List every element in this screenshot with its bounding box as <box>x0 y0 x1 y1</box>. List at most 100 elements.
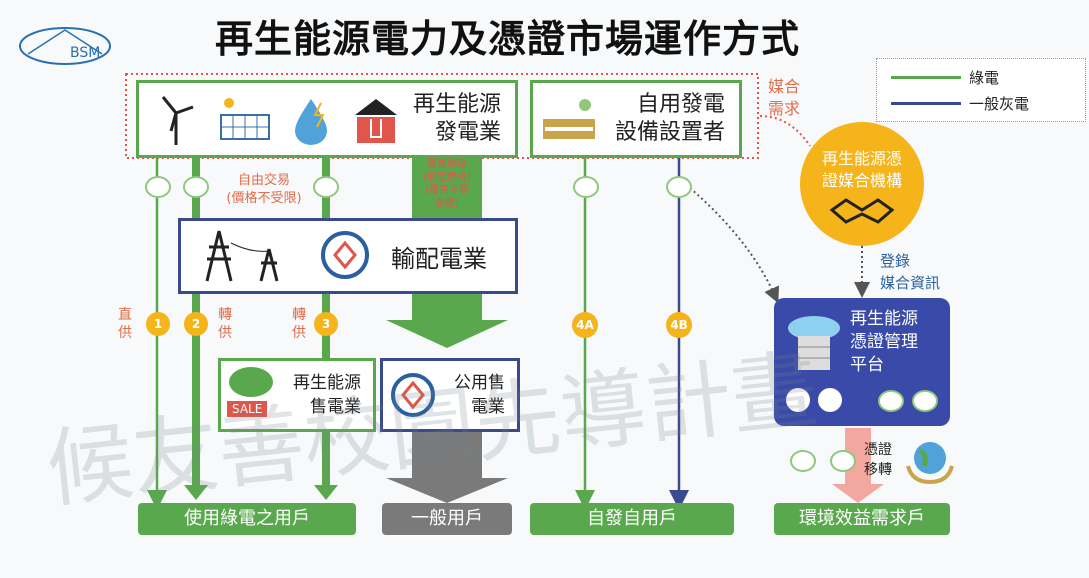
platform-3: 平台 <box>850 355 884 375</box>
free-trade-1: 自由交易 <box>237 173 290 188</box>
path-marker-4b: 4B <box>666 312 692 338</box>
grid-operator-label: 輸配電業 <box>391 245 487 273</box>
certificate-icon <box>790 450 816 472</box>
register-label: 登錄 媒合資訊 <box>880 250 940 294</box>
matching-agency-label: 再生能源憑 證媒合機構 <box>800 148 924 192</box>
self-generator-box: 自用發電 設備設置者 <box>530 80 742 158</box>
match-request-2: 需求 <box>768 99 801 118</box>
consumer-green-users: 使用綠電之用戶 <box>138 503 356 535</box>
flow-wheel-1-head <box>184 485 208 500</box>
gear-icon <box>786 388 810 412</box>
direct-label: 直 供 <box>118 306 132 342</box>
certificate-icon <box>878 390 904 412</box>
match-request-1: 媒合 <box>768 77 801 96</box>
wheel1-2: 供 <box>218 325 232 341</box>
taipower-logo-icon <box>321 231 369 279</box>
flow-wheel-2-head <box>314 485 338 500</box>
wheel2-1: 轉 <box>292 307 306 323</box>
certificate-icon <box>666 176 692 198</box>
path-marker-3: 3 <box>314 312 338 336</box>
fit-arrow-top <box>412 152 482 218</box>
retailer-label-2: 售電業 <box>310 397 361 417</box>
platform-1: 再生能源 <box>850 309 918 329</box>
wind-turbine-icon <box>161 96 194 145</box>
public-retailer-1: 公用售 <box>454 373 505 393</box>
certificate-icon <box>313 176 339 198</box>
platform-label: 再生能源 憑證管理 平台 <box>850 308 918 377</box>
logo-text: BSM <box>70 45 100 61</box>
cert-transfer-2: 移轉 <box>864 462 892 478</box>
fit-4: 憑證) <box>435 198 459 209</box>
legend-green: 綠電 <box>891 67 999 88</box>
wheel1-1: 轉 <box>218 307 232 323</box>
matching-agency-2: 證媒合機構 <box>821 171 902 190</box>
taipower-logo-icon <box>391 373 435 417</box>
dotted-match-request <box>759 115 811 147</box>
consumer-env-users: 環境效益需求戶 <box>774 503 950 535</box>
path-marker-2: 2 <box>184 312 208 336</box>
wheel1-label: 轉 供 <box>218 306 232 342</box>
public-retailer-label: 公用售 電業 <box>443 371 505 419</box>
direct-1: 直 <box>118 307 132 323</box>
path-marker-4a: 4A <box>572 312 598 338</box>
factory-icon <box>543 99 595 139</box>
consumer-self-users: 自發自用戶 <box>530 503 734 535</box>
legend-gray-label: 一般灰電 <box>969 95 1030 113</box>
platform-2: 憑證管理 <box>850 332 918 352</box>
consumer-general-users: 一般用戶 <box>382 503 512 535</box>
register-2: 媒合資訊 <box>880 274 941 292</box>
fit-1: 躉售制度 <box>427 159 467 170</box>
handshake-icon <box>829 198 895 224</box>
retailer-label-1: 再生能源 <box>293 373 361 393</box>
certificate-icon <box>912 390 938 412</box>
transmission-tower-icon <box>205 230 279 282</box>
generator-box: 再生能源 發電業 <box>136 80 518 158</box>
legend-gray: 一般灰電 <box>891 93 1029 114</box>
cert-transfer-label: 憑證 移轉 <box>864 440 892 480</box>
free-trade-2: (價格不受限) <box>226 191 302 206</box>
grid-operator-box: 輸配電業 <box>178 218 518 294</box>
lightning-icon <box>229 367 273 397</box>
self-generator-label-2: 設備設置者 <box>614 120 725 145</box>
path-marker-1: 1 <box>146 312 170 336</box>
certificate-icon <box>145 176 171 198</box>
matching-agency-circle <box>800 122 924 246</box>
self-generator-label: 自用發電 設備設置者 <box>595 91 725 147</box>
fit-arrow-mid <box>412 290 482 322</box>
platform-box: 再生能源 憑證管理 平台 <box>774 298 950 426</box>
gear-icon <box>818 388 842 412</box>
matching-agency-1: 再生能源憑 <box>821 149 902 168</box>
fit-2: (固定價格) <box>423 172 471 183</box>
gray-arrow-head <box>386 478 508 503</box>
certificate-icon <box>830 450 856 472</box>
fit-3: (躉售不發 <box>425 185 469 196</box>
transfer-arrow-head <box>832 484 884 503</box>
page-title: 再生能源電力及憑證市場運作方式 <box>215 17 801 61</box>
sale-tag: SALE <box>227 401 268 417</box>
bsm-logo: BSM <box>19 27 111 65</box>
generator-label-1: 再生能源 <box>412 92 501 117</box>
generator-label-2: 發電業 <box>434 120 501 145</box>
wheel2-2: 供 <box>292 325 306 341</box>
solar-panel-icon <box>220 98 270 140</box>
public-retailer-box: 公用售 電業 <box>380 358 520 432</box>
self-generator-label-1: 自用發電 <box>636 92 725 117</box>
certificate-icon <box>573 176 599 198</box>
match-request-label: 媒合 需求 <box>768 76 800 120</box>
legend: 綠電 一般灰電 <box>876 58 1086 122</box>
geothermal-icon <box>355 99 397 143</box>
wheel2-label: 轉 供 <box>292 306 306 342</box>
retailer-label: 再生能源 售電業 <box>281 371 361 419</box>
certificate-icon <box>183 176 209 198</box>
free-trade-label: 自由交易 (價格不受限) <box>212 172 316 208</box>
legend-green-label: 綠電 <box>969 69 1000 87</box>
hydro-drop-icon <box>295 99 327 145</box>
fit-arrow-head <box>386 320 508 348</box>
dotted-to-platform <box>689 187 780 304</box>
retailer-box: SALE 再生能源 售電業 <box>218 358 376 432</box>
gray-arrow-body <box>412 430 482 482</box>
cloud-server-icon <box>788 316 840 370</box>
earth-hands-icon <box>906 442 954 485</box>
direct-2: 供 <box>118 325 132 341</box>
